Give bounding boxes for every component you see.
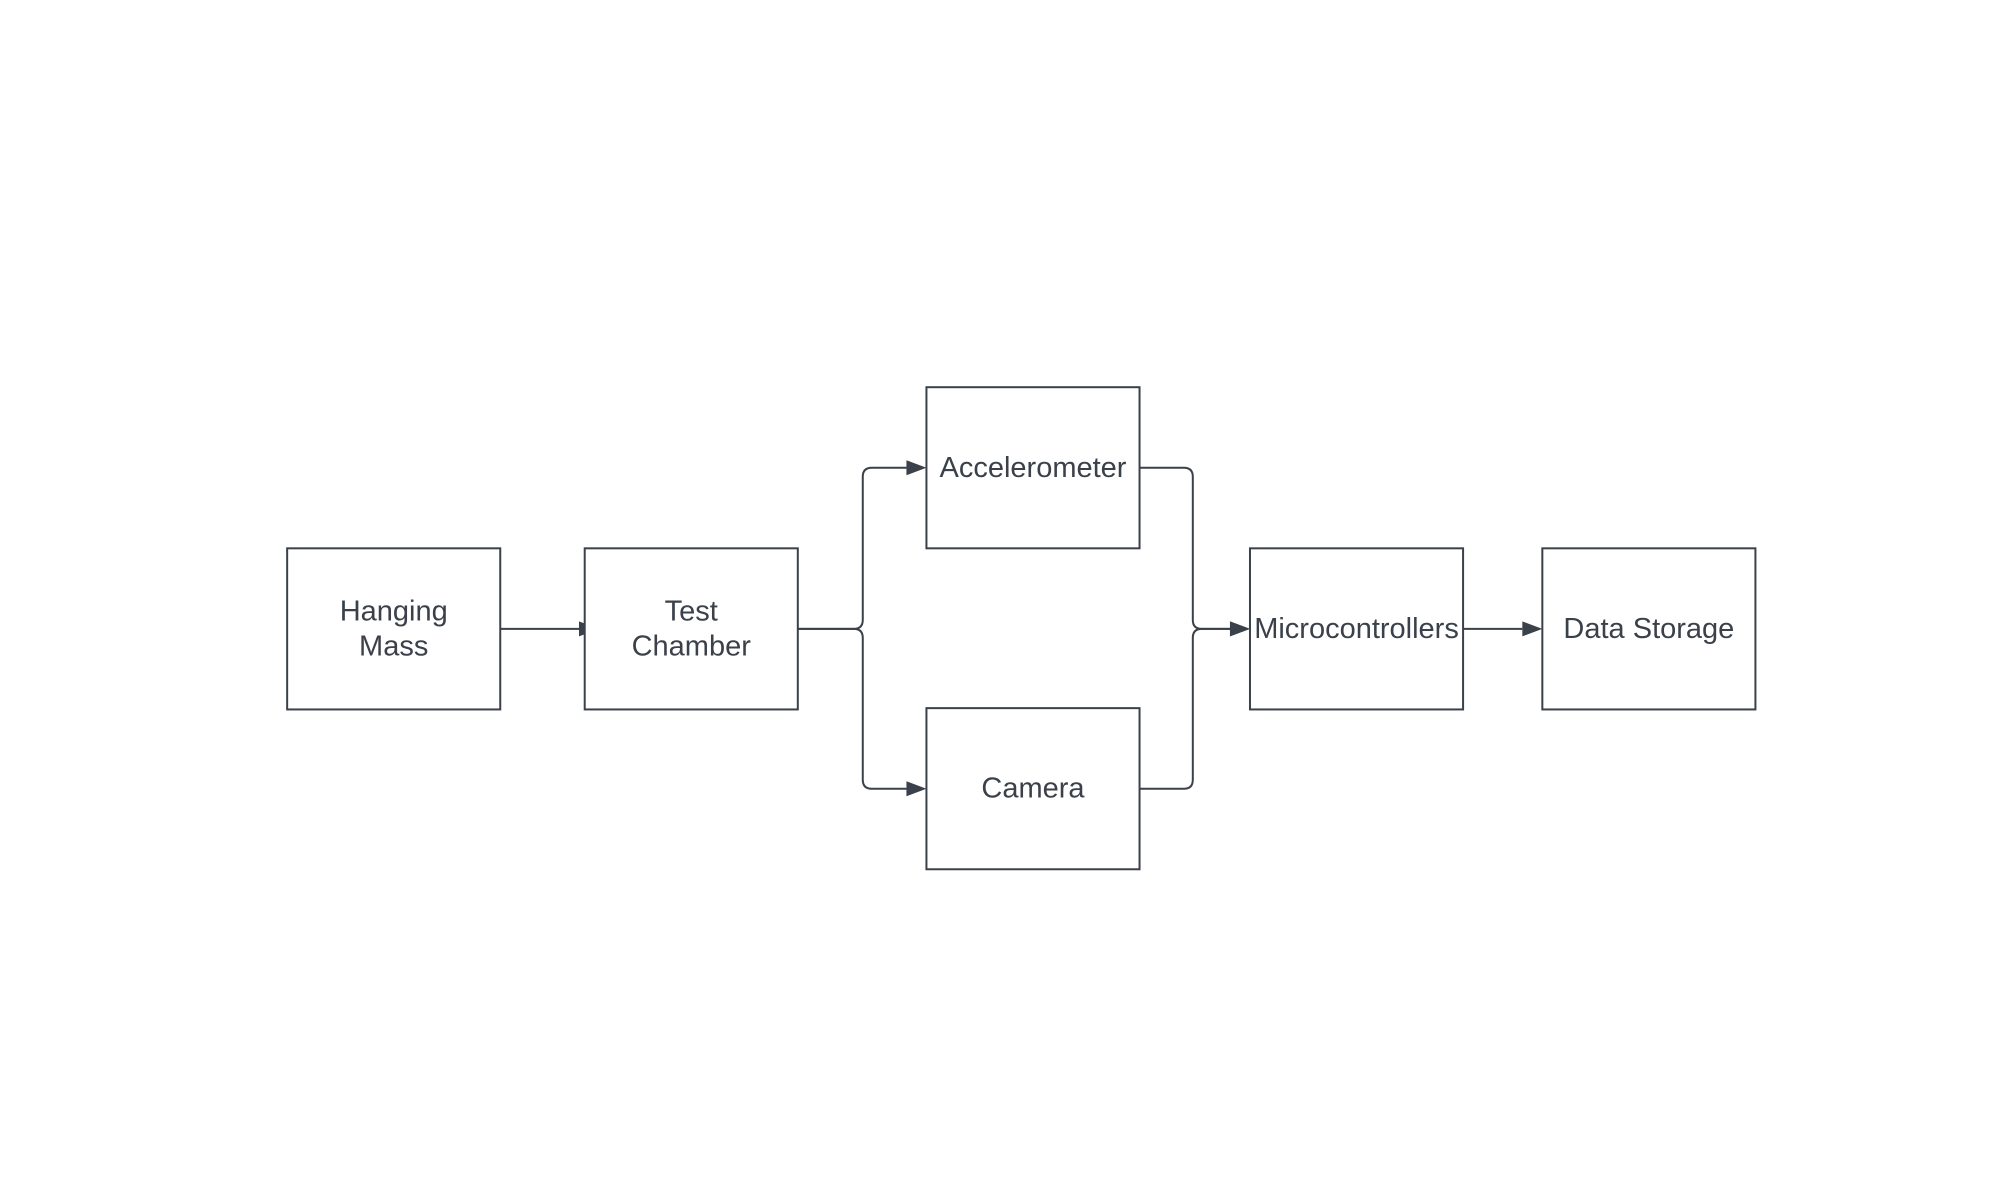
edge-camera-to-microcontrollers — [1139, 621, 1250, 790]
arrowhead-icon — [906, 460, 927, 476]
node-label: Camera — [981, 773, 1085, 805]
node-label: Accelerometer — [940, 452, 1127, 484]
node-microcontrollers: Microcontrollers — [1248, 547, 1465, 711]
node-box — [1541, 547, 1757, 711]
connector-line — [797, 466, 907, 630]
connector-line — [1139, 627, 1230, 790]
arrowhead-icon — [1229, 621, 1250, 637]
node-data-storage: Data Storage — [1541, 547, 1757, 711]
node-label-line: Data Storage — [1563, 613, 1734, 645]
node-label-line: Accelerometer — [940, 452, 1127, 484]
node-box — [1248, 547, 1465, 711]
node-label-line: Camera — [981, 773, 1085, 805]
node-label: Microcontrollers — [1254, 613, 1459, 645]
node-box — [925, 707, 1141, 871]
edges-layer — [500, 460, 1543, 797]
edge-microcontrollers-to-data-storage — [1463, 621, 1543, 637]
node-box — [925, 386, 1141, 550]
node-camera: Camera — [925, 707, 1141, 871]
node-box — [583, 547, 799, 711]
node-label-line: Microcontrollers — [1254, 613, 1459, 645]
node-box — [286, 547, 502, 711]
edge-accelerometer-to-microcontrollers — [1139, 466, 1250, 637]
node-label-line: Test — [665, 595, 718, 627]
node-label-line: Hanging — [340, 595, 448, 627]
node-accelerometer: Accelerometer — [925, 386, 1141, 550]
node-label-line: Mass — [359, 630, 428, 662]
edge-test-chamber-to-camera — [797, 627, 927, 797]
node-label-line: Chamber — [632, 630, 752, 662]
connector-line — [1139, 466, 1230, 630]
node-label: Data Storage — [1563, 613, 1734, 645]
arrowhead-icon — [906, 781, 927, 797]
edge-test-chamber-to-accelerometer — [797, 460, 927, 630]
connector-line — [797, 627, 907, 790]
arrowhead-icon — [1522, 621, 1543, 637]
